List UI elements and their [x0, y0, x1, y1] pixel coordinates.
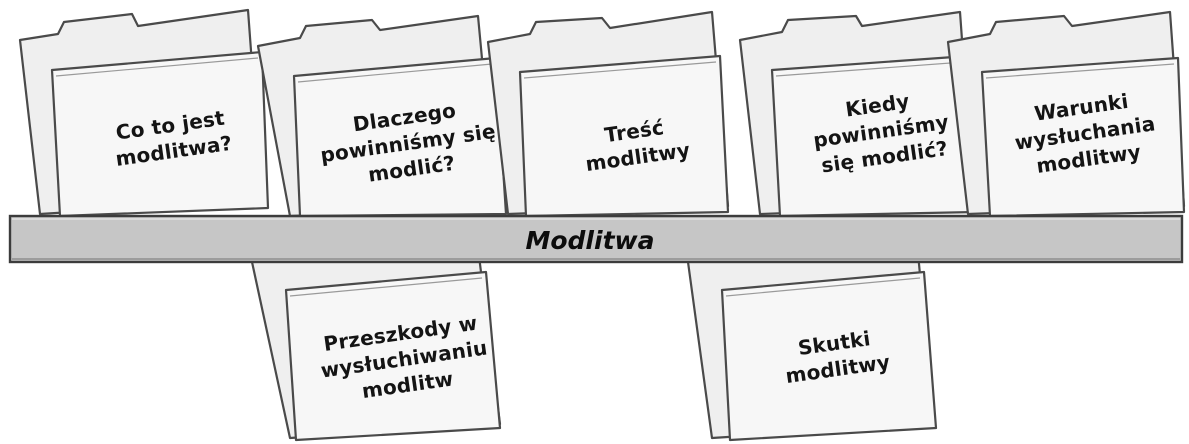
- folder-icon: [686, 230, 938, 442]
- folder-icon: [486, 10, 730, 218]
- folder-icon: [250, 230, 502, 442]
- folder-icon: [946, 10, 1186, 218]
- central-topic-label: Modlitwa: [525, 226, 655, 255]
- folder-icon: [256, 14, 508, 218]
- central-bar: [8, 214, 1184, 264]
- folder-icon: [18, 8, 270, 218]
- folder-icon: [738, 10, 978, 218]
